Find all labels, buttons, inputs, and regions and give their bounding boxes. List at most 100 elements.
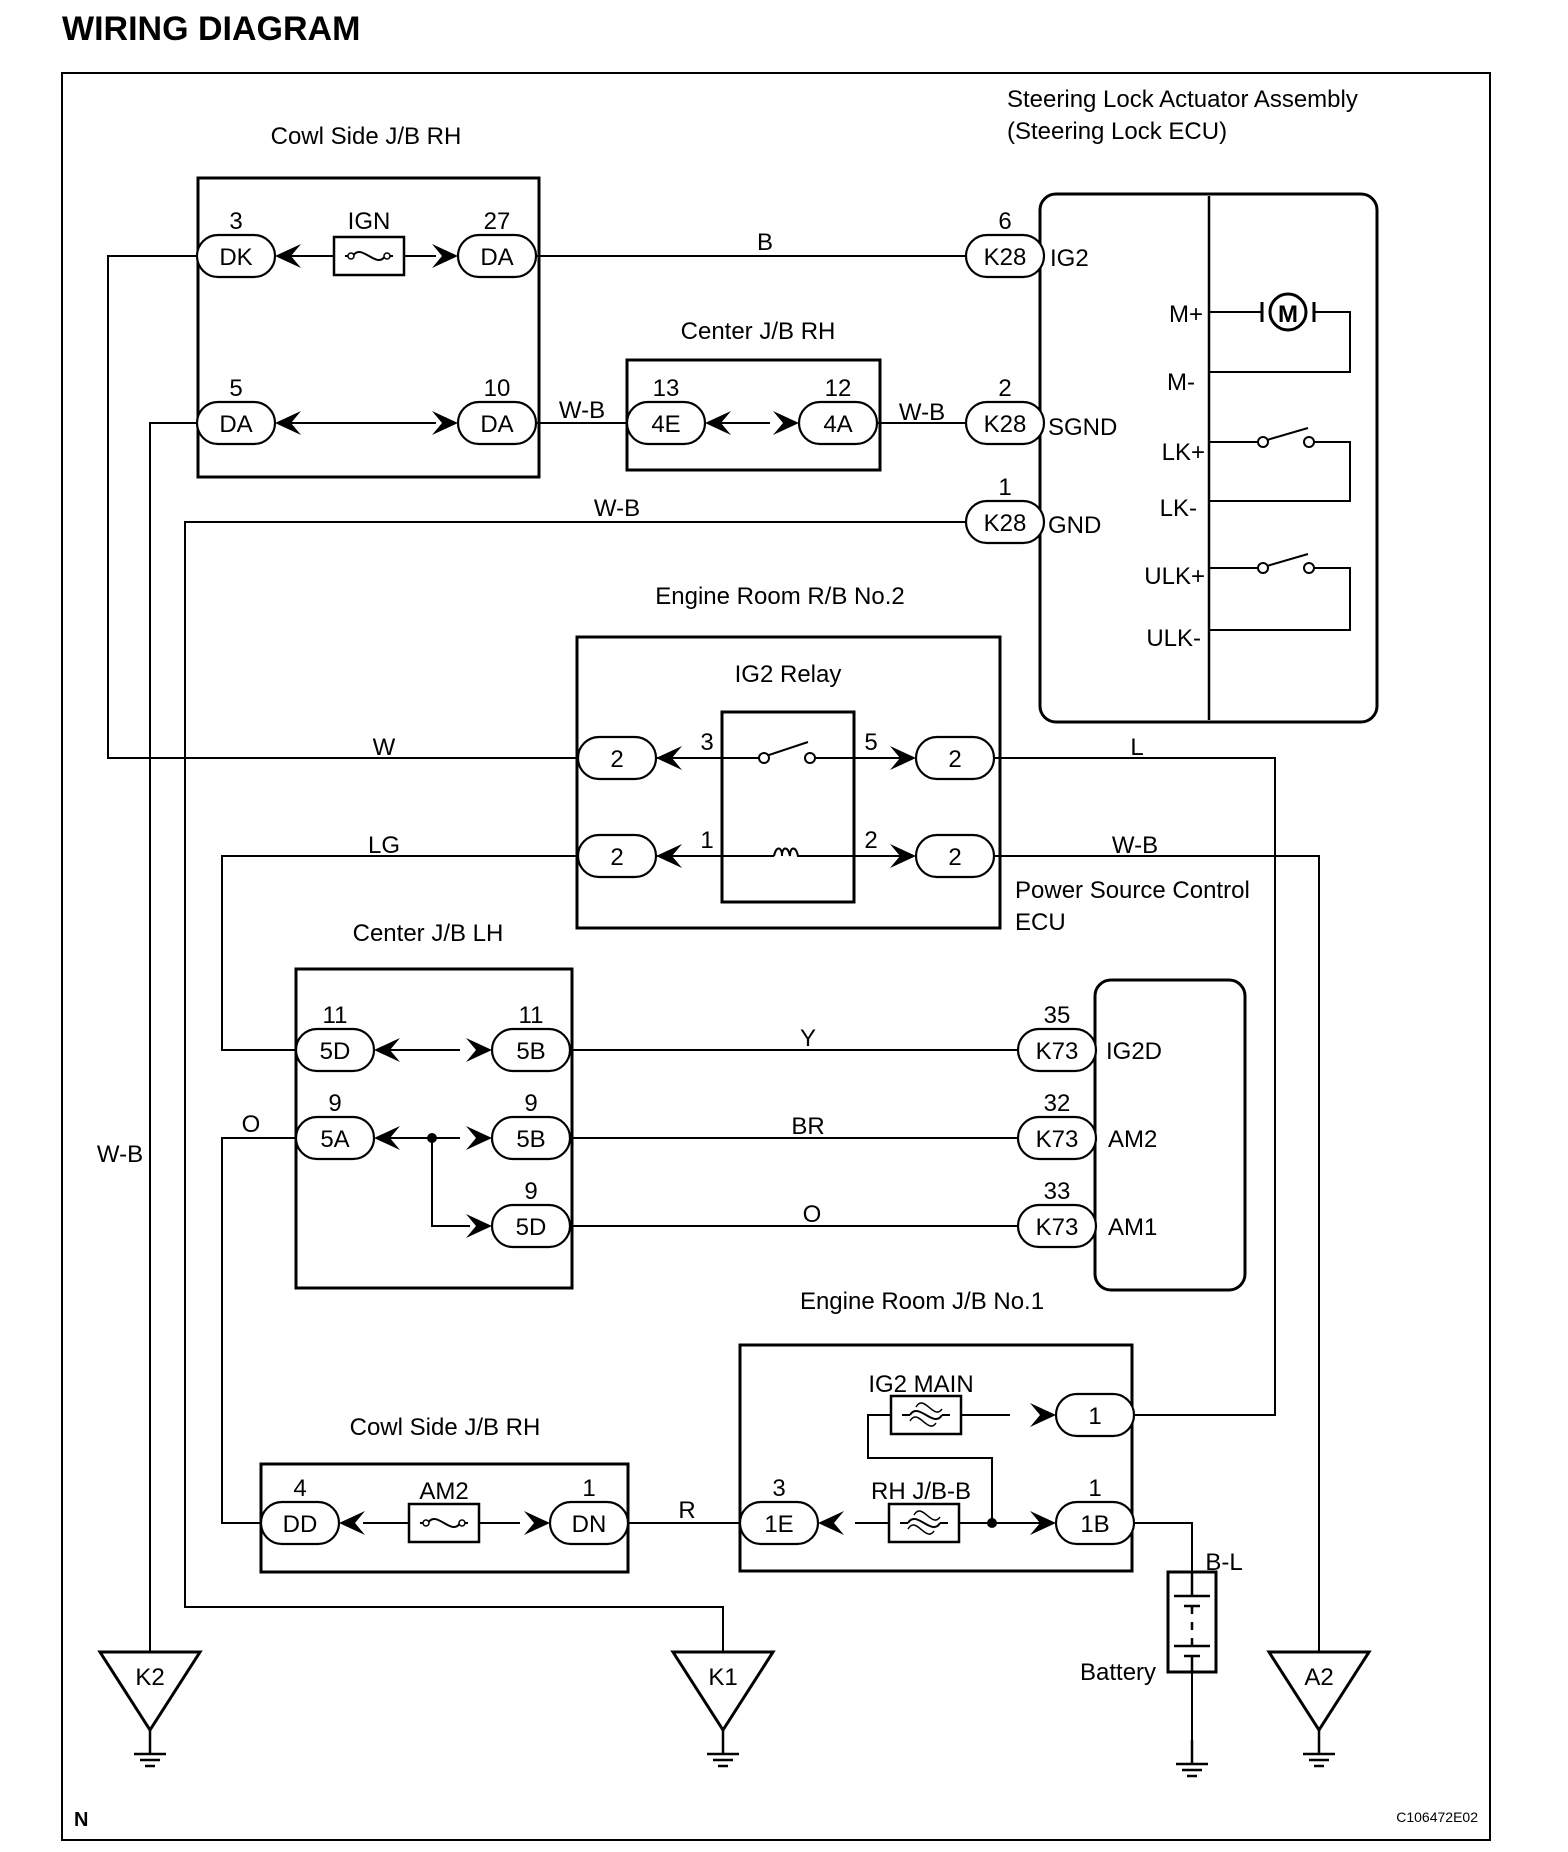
svg-text:W: W: [373, 734, 396, 761]
ground-symbol-icon: [1301, 1728, 1337, 1768]
diagram-title: WIRING DIAGRAM: [62, 10, 361, 48]
boxes: [196, 176, 1379, 1574]
svg-text:2: 2: [610, 746, 623, 773]
center-jb-rh-label: Center J/B RH: [681, 318, 836, 345]
svg-text:5: 5: [864, 729, 877, 756]
svg-text:5A: 5A: [320, 1126, 349, 1153]
steering-lock-label-1: Steering Lock Actuator Assembly: [1007, 86, 1358, 113]
ground-symbol-icon: [1174, 1738, 1210, 1778]
svg-text:M+: M+: [1169, 301, 1203, 328]
footer-code-right: C106472E02: [1396, 1809, 1478, 1825]
svg-text:1B: 1B: [1080, 1511, 1109, 1538]
steering-lock-ecu-box: [1038, 192, 1379, 724]
rh-jb-b-label: RH J/B-B: [871, 1478, 971, 1505]
svg-text:M: M: [1278, 301, 1298, 328]
relay-coil-icon: [704, 847, 851, 857]
svg-text:5D: 5D: [320, 1038, 351, 1065]
svg-text:B-L: B-L: [1205, 1549, 1242, 1576]
svg-text:DA: DA: [480, 244, 513, 271]
svg-text:DN: DN: [572, 1511, 607, 1538]
fusible-link-rh-jb-b-icon: [887, 1502, 961, 1544]
cowl-side-jb-rh-bottom-label: Cowl Side J/B RH: [350, 1414, 541, 1441]
cowl-side-jb-rh-top-box: [196, 176, 541, 479]
svg-text:LK-: LK-: [1160, 495, 1197, 522]
svg-text:W-B: W-B: [97, 1141, 143, 1168]
relay-switch-icon: [710, 741, 847, 764]
svg-text:AM2: AM2: [1108, 1126, 1157, 1153]
svg-text:1: 1: [700, 827, 713, 854]
svg-text:GND: GND: [1048, 512, 1101, 539]
engine-room-jb-no1-label: Engine Room J/B No.1: [800, 1288, 1044, 1315]
svg-text:K2: K2: [135, 1664, 164, 1691]
svg-text:12: 12: [825, 375, 852, 402]
svg-text:2: 2: [610, 844, 623, 871]
svg-text:O: O: [803, 1201, 822, 1228]
svg-text:11: 11: [323, 1002, 348, 1029]
ign-label: IGN: [348, 208, 391, 235]
svg-text:4A: 4A: [823, 411, 852, 438]
center-jb-lh-box: [294, 967, 574, 1290]
svg-text:9: 9: [524, 1178, 537, 1205]
battery-icon: [1166, 1570, 1218, 1674]
svg-text:R: R: [678, 1497, 695, 1524]
engine-room-rb-no2-box: [575, 635, 1002, 930]
svg-text:L: L: [1130, 734, 1143, 761]
svg-text:K1: K1: [708, 1664, 737, 1691]
svg-text:K28: K28: [984, 244, 1027, 271]
svg-text:K73: K73: [1036, 1038, 1079, 1065]
cowl-side-jb-rh-top-label: Cowl Side J/B RH: [271, 123, 462, 150]
svg-text:13: 13: [653, 375, 680, 402]
svg-text:ULK-: ULK-: [1146, 625, 1201, 652]
component-labels: Cowl Side J/B RH Steering Lock Actuator …: [271, 86, 1358, 1686]
svg-text:1E: 1E: [764, 1511, 793, 1538]
svg-text:1: 1: [1088, 1475, 1101, 1502]
am2-fuse-label: AM2: [419, 1478, 468, 1505]
svg-text:9: 9: [328, 1090, 341, 1117]
svg-text:3: 3: [229, 208, 242, 235]
ig2-main-label: IG2 MAIN: [868, 1371, 973, 1398]
svg-text:LK+: LK+: [1162, 439, 1205, 466]
svg-text:K73: K73: [1036, 1126, 1079, 1153]
svg-text:1: 1: [582, 1475, 595, 1502]
svg-text:A2: A2: [1304, 1664, 1333, 1691]
fuse-ign-icon: [332, 235, 406, 277]
power-source-ecu-label-2: ECU: [1015, 909, 1066, 936]
ground-symbol-icon: [705, 1728, 741, 1768]
svg-text:33: 33: [1044, 1178, 1071, 1205]
svg-text:IG2D: IG2D: [1106, 1038, 1162, 1065]
svg-text:4: 4: [293, 1475, 306, 1502]
svg-text:W-B: W-B: [899, 399, 945, 426]
terminal-labels: IG2 SGND GND M+ M- LK+ LK- ULK+ ULK- IG2…: [1048, 245, 1205, 1241]
svg-text:SGND: SGND: [1048, 414, 1117, 441]
svg-text:5D: 5D: [516, 1214, 547, 1241]
svg-text:2: 2: [948, 844, 961, 871]
engine-room-jb-no1-box: [738, 1343, 1134, 1573]
svg-text:9: 9: [524, 1090, 537, 1117]
wires: [107, 255, 1320, 1762]
center-jb-lh-label: Center J/B LH: [353, 920, 504, 947]
svg-text:5: 5: [229, 375, 242, 402]
svg-text:LG: LG: [368, 832, 400, 859]
diagram-frame: [61, 72, 1491, 1841]
svg-text:W-B: W-B: [559, 397, 605, 424]
svg-text:K73: K73: [1036, 1214, 1079, 1241]
svg-text:10: 10: [484, 375, 511, 402]
power-source-ecu-label-1: Power Source Control: [1015, 877, 1250, 904]
lk-switch-icon: [1257, 436, 1269, 448]
ground-symbol-icon: [132, 1728, 168, 1768]
svg-text:ULK+: ULK+: [1144, 563, 1205, 590]
splice-dot-icon: [427, 1133, 437, 1143]
svg-text:2: 2: [998, 375, 1011, 402]
ig2-relay-label: IG2 Relay: [735, 661, 842, 688]
svg-text:27: 27: [484, 208, 511, 235]
battery-label: Battery: [1080, 1659, 1156, 1686]
svg-text:K28: K28: [984, 411, 1027, 438]
ecu-internals: M: [1209, 292, 1351, 631]
svg-text:Y: Y: [800, 1025, 816, 1052]
wire-color-labels: B W-B W-B W-B W L LG W-B Y BR O O W-B R …: [97, 229, 1243, 1576]
ground-labels: K2 K1 A2: [135, 1664, 1333, 1691]
splice-dot-icon: [987, 1518, 997, 1528]
svg-text:2: 2: [864, 827, 877, 854]
svg-text:35: 35: [1044, 1002, 1071, 1029]
